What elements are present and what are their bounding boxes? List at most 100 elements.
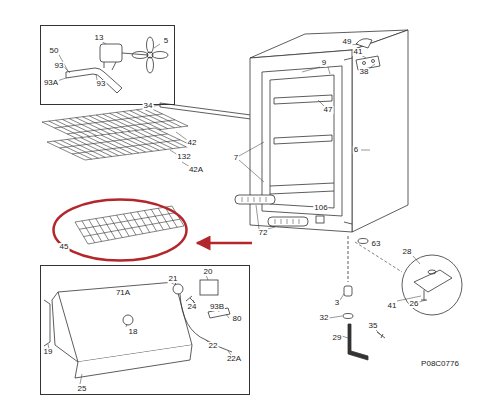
shelf-wire xyxy=(128,132,166,150)
shelf-wire xyxy=(151,209,163,229)
wire-shelves xyxy=(42,108,193,244)
callout-number: 35 xyxy=(368,322,379,330)
callout-number: 32 xyxy=(319,314,330,322)
callout-number: 47 xyxy=(323,106,334,114)
shelf-wire xyxy=(144,211,156,232)
hinge-screw xyxy=(363,62,366,65)
motor-mount xyxy=(104,62,116,70)
cabinet-side xyxy=(352,30,408,232)
shelf-wire xyxy=(110,216,123,237)
shelf-wire xyxy=(62,119,100,137)
shelf-wire xyxy=(130,111,168,129)
shelf-support xyxy=(274,95,332,104)
line-art xyxy=(44,30,462,384)
cabinet-front xyxy=(250,50,352,232)
shelf-support xyxy=(274,135,332,144)
small-plug xyxy=(316,216,324,223)
callout-number: 13 xyxy=(94,34,105,42)
leader-line xyxy=(239,44,375,182)
shelf-wire xyxy=(56,120,94,138)
callout-number: 41 xyxy=(387,302,398,310)
fan-bracket xyxy=(66,68,122,93)
callout-number: 25 xyxy=(77,385,88,393)
callout-number: 21 xyxy=(168,275,179,283)
side-bracket xyxy=(44,300,50,346)
hinge-pin xyxy=(344,286,352,296)
wire-shelf xyxy=(75,206,184,244)
axis-line xyxy=(348,236,349,282)
shelf-wire xyxy=(115,133,153,151)
leader-line xyxy=(397,256,426,302)
fan-blade xyxy=(147,57,154,73)
liner-opening xyxy=(262,66,342,216)
callout-number: 45 xyxy=(59,243,70,251)
shelf-wire xyxy=(96,115,134,133)
shelf-wire xyxy=(137,110,175,128)
motor-shaft xyxy=(122,53,148,55)
shelf-wire xyxy=(130,213,142,234)
liner-inner xyxy=(270,75,334,208)
callout-number: 7 xyxy=(233,154,239,162)
callout-number: 71A xyxy=(115,289,131,297)
shelf-wire xyxy=(116,112,154,130)
leader-line xyxy=(329,294,380,338)
callout-number: 132 xyxy=(176,153,191,161)
leader-line xyxy=(154,105,160,106)
evaporator-tray xyxy=(270,183,334,194)
hinge-plate xyxy=(414,270,452,292)
callout-number: 29 xyxy=(332,334,343,342)
shelf-wire xyxy=(61,140,99,158)
shelf-wire xyxy=(123,112,161,130)
hinge-screw xyxy=(372,60,375,63)
shelf-wire xyxy=(55,114,163,128)
shelf-wire xyxy=(69,119,107,137)
shelf-wire xyxy=(81,138,119,156)
shelf-wire xyxy=(124,214,137,235)
shelf-wire xyxy=(108,134,146,152)
wire xyxy=(180,294,232,352)
shelf-wire xyxy=(89,220,102,242)
shelf-wire xyxy=(121,132,159,150)
callout-number: 106 xyxy=(313,204,328,212)
callout-number: 93B xyxy=(209,303,225,311)
callout-number: 19 xyxy=(43,348,54,356)
callout-number: 6 xyxy=(353,146,359,154)
callout-number: 93A xyxy=(43,79,59,87)
callout-number: 49 xyxy=(342,38,353,46)
shelf-wire xyxy=(60,134,168,148)
shelf-wire xyxy=(84,219,180,236)
leveling-leg xyxy=(348,324,368,360)
plate-bushing xyxy=(428,270,436,274)
callout-number: 63 xyxy=(371,240,382,248)
callout-number: 28 xyxy=(402,248,413,256)
shelf-wire xyxy=(72,140,180,154)
hinge-cover xyxy=(356,39,372,48)
shelf-wire xyxy=(79,213,176,230)
screw xyxy=(377,332,385,338)
shelf-wire xyxy=(135,131,173,149)
light-socket xyxy=(173,284,183,294)
drawing-number: P08C0776 xyxy=(420,360,460,368)
shelf-wire xyxy=(117,215,130,236)
shelf-wire xyxy=(67,139,105,157)
callout-number: 22 xyxy=(208,342,219,350)
detail-inset: 71A21202493B80182222A1925 xyxy=(40,265,250,395)
shelf-wire xyxy=(143,109,181,127)
shelf-wire xyxy=(110,113,148,131)
callout-number: 24 xyxy=(187,303,198,311)
callout-number: 20 xyxy=(203,268,214,276)
wire-shelf xyxy=(47,128,193,160)
highlight-ring xyxy=(54,200,187,261)
shelf-wire xyxy=(89,116,127,134)
callout-number: 50 xyxy=(49,47,60,55)
spacer xyxy=(343,314,353,319)
callout-number: 93 xyxy=(54,62,65,70)
leader-line xyxy=(57,41,160,81)
shelf-wire xyxy=(148,129,186,147)
fan-blade xyxy=(147,37,154,53)
callout-number: 42 xyxy=(187,139,198,147)
shelf-wire xyxy=(94,136,132,154)
shelf-wire xyxy=(103,217,116,238)
leader-line xyxy=(256,205,275,229)
